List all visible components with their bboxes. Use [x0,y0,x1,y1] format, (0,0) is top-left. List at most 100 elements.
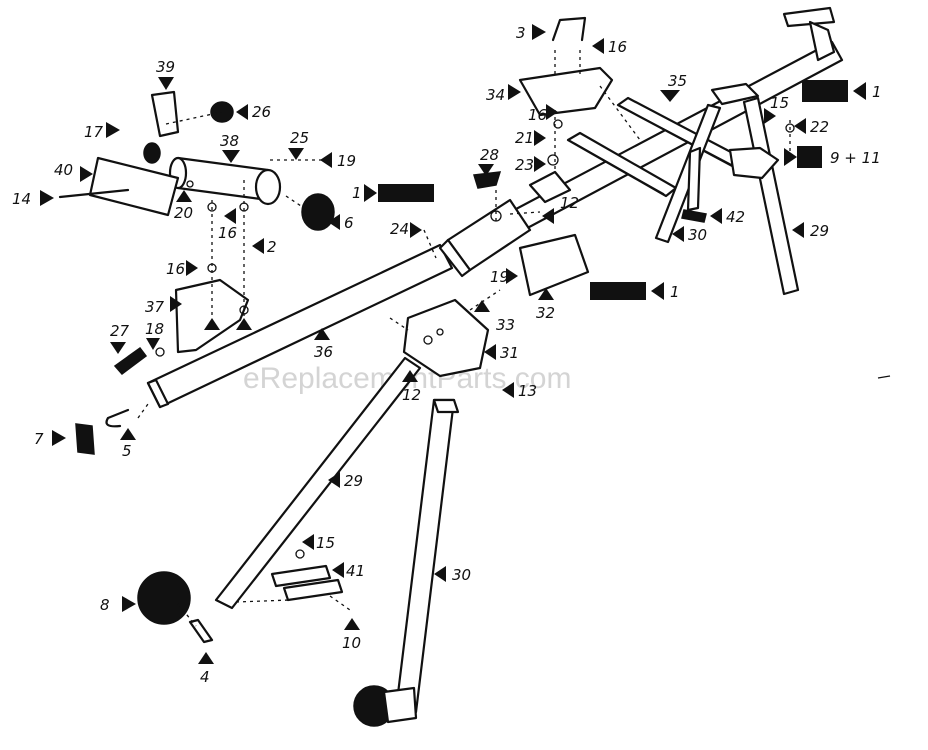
callout-39: 39 [156,58,175,90]
callout-29-right: 29 [792,222,829,240]
handle-3 [551,16,587,42]
axle-4 [188,618,214,644]
stray-mark [877,375,891,379]
cap-6 [301,193,335,231]
leg-30-right [654,103,722,244]
svg-text:21: 21 [515,129,534,147]
callout-37: 37 [145,296,182,316]
callout-12-bottom: 12 [402,370,421,404]
svg-text:14: 14 [12,190,31,208]
bracket-34 [518,66,614,117]
callout-27: 27 [110,322,130,354]
callout-30-right: 30 [672,226,707,244]
callout-16-b: 16 [166,260,198,278]
callout-1-mid: 1 [352,184,434,202]
callout-16-c: 16 [528,104,558,124]
svg-text:13: 13 [518,382,537,400]
mount-upper-right [710,82,760,106]
svg-text:26: 26 [252,103,271,121]
svg-text:30: 30 [688,226,707,244]
svg-text:24: 24 [390,220,409,238]
leg-29-left [214,356,422,610]
svg-text:10: 10 [342,634,361,652]
callout-1-top: 1 [802,80,882,102]
svg-text:12: 12 [560,194,579,212]
center-clamp [438,198,532,278]
svg-text:6: 6 [344,214,354,232]
callout-19-mid: 19 [490,268,518,286]
callout-3: 3 [516,24,546,42]
callout-25: 25 [288,129,309,160]
callout-42: 42 [710,208,745,226]
svg-text:4: 4 [200,668,210,686]
callout-15-left: 15 [302,534,335,552]
callout-10: 10 [342,618,361,652]
svg-text:20: 20 [174,204,193,222]
svg-text:19: 19 [490,268,509,286]
svg-text:32: 32 [536,304,555,322]
svg-text:23: 23 [515,156,534,174]
svg-text:16: 16 [528,106,547,124]
callout-23: 23 [515,156,546,174]
svg-text:40: 40 [54,161,73,179]
svg-text:34: 34 [486,86,505,104]
svg-text:39: 39 [156,58,175,76]
callout-16-d: 16 [592,38,627,56]
callout-16-a: 16 [218,208,237,242]
svg-text:36: 36 [314,343,333,361]
svg-text:38: 38 [220,132,239,150]
tube-38 [168,156,282,206]
callout-12-top: 12 [542,194,579,224]
handle-27 [113,346,148,376]
callout-bracket-arrow-b [236,318,252,330]
callout-1-lower: 1 [590,282,680,301]
svg-text:41: 41 [346,562,365,580]
svg-text:37: 37 [145,298,165,316]
leg-30-left [394,398,460,714]
callout-24: 24 [390,220,422,238]
callout-36: 36 [314,328,333,361]
svg-text:19: 19 [337,152,356,170]
callout-31: 31 [484,344,519,362]
callout-14: 14 [12,190,54,208]
callout-4: 4 [198,652,214,686]
cap-small [143,142,161,164]
clamp-41 [270,564,344,602]
callout-5: 5 [120,428,136,460]
knob-28 [473,171,502,189]
bolt-42 [681,209,707,223]
svg-text:31: 31 [500,344,519,362]
svg-text:17: 17 [84,123,104,141]
svg-text:1: 1 [872,83,882,101]
wheel-8 [137,571,191,625]
callout-41: 41 [332,562,365,580]
callout-26: 26 [236,103,271,121]
callout-38: 38 [220,132,240,163]
callout-21: 21 [515,129,546,147]
svg-text:8: 8 [100,596,110,614]
callout-8: 8 [100,596,136,614]
callout-17: 17 [84,122,120,141]
svg-text:1: 1 [352,184,362,202]
callout-34: 34 [486,84,521,104]
svg-text:33: 33 [496,316,515,334]
callout-28: 28 [478,146,499,176]
svg-text:42: 42 [726,208,745,226]
callout-22: 22 [794,118,829,136]
callout-29-left: 29 [328,472,363,490]
callout-7: 7 [34,430,66,448]
leg-brace-right [686,146,702,212]
callout-6: 6 [328,214,354,232]
bolt-14 [58,188,130,199]
callout-32: 32 [536,288,555,322]
callout-30-left: 30 [434,566,471,584]
svg-text:16: 16 [166,260,185,278]
wheel-bracket [382,686,418,724]
callout-19-top: 19 [320,152,356,170]
pin-5 [105,408,130,428]
callout-2: 2 [252,238,277,256]
svg-text:1: 1 [670,283,680,301]
svg-text:18: 18 [145,320,164,338]
svg-text:9 + 11: 9 + 11 [830,149,881,167]
